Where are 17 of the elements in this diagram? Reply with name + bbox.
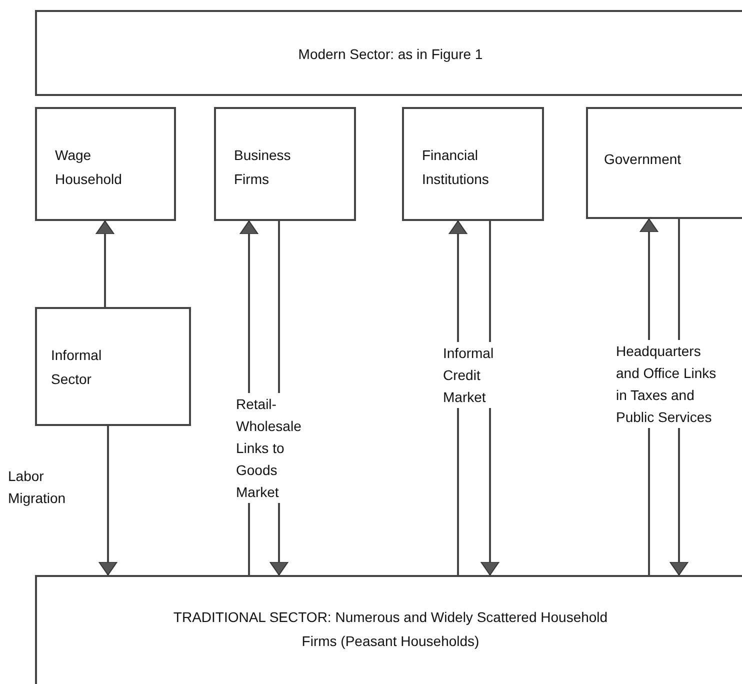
box-label: Business Firms <box>234 146 292 189</box>
box-label: Financial Institutions <box>422 146 490 189</box>
arrow <box>98 426 118 576</box>
sector-box <box>35 307 191 426</box>
arrow <box>96 220 114 307</box>
box-label: Wage Household <box>55 146 123 189</box>
sector-box <box>35 107 176 221</box>
sector-box <box>586 107 742 219</box>
box-label: Modern Sector: as in Figure 1 <box>297 45 484 64</box>
box-label: Informal Sector <box>51 346 103 389</box>
sector-box <box>35 10 742 96</box>
sector-box <box>402 107 544 221</box>
edge-label: Labor Migration <box>8 467 67 508</box>
box-label: Government <box>604 150 682 169</box>
sector-box <box>35 575 742 684</box>
box-label: TRADITIONAL SECTOR: Numerous and Widely Scattered Household Firms (Peasant Households) <box>172 608 609 651</box>
sector-box <box>214 107 356 221</box>
